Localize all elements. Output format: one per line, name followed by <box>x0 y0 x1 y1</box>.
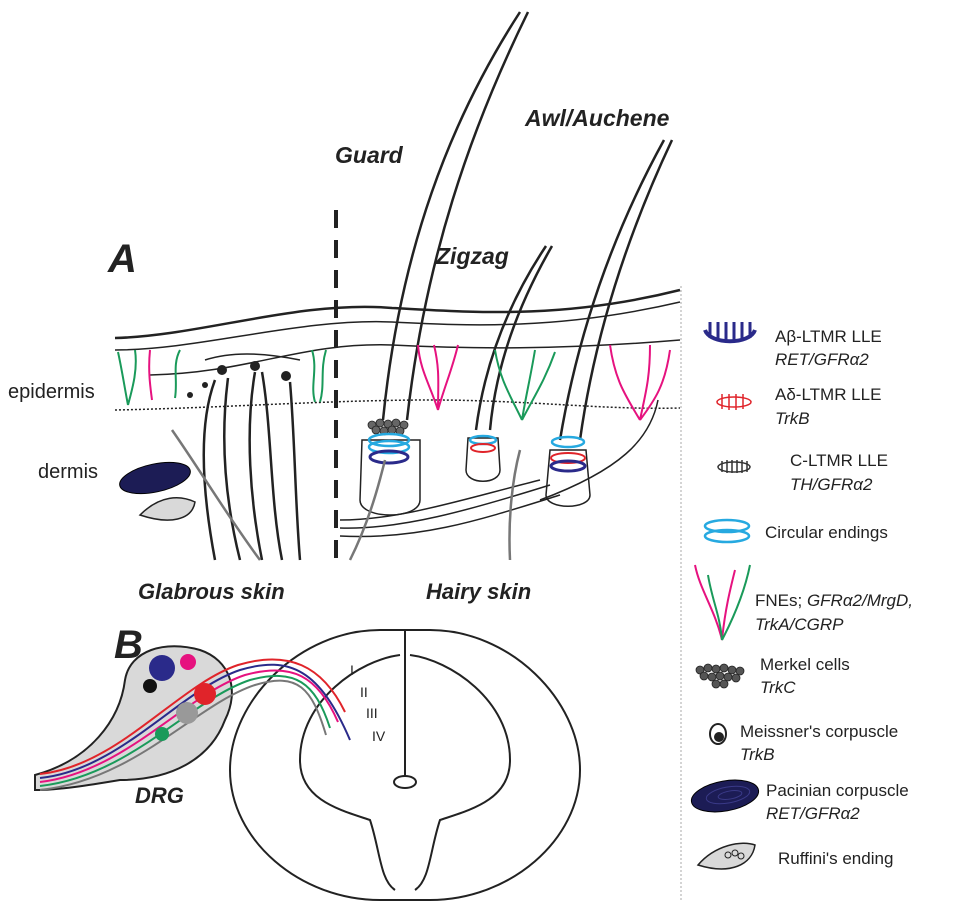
hairy-nerve-fibers <box>340 450 560 560</box>
legend-ab-sub: RET/GFRα2 <box>775 350 869 369</box>
legend-merkel-title: Merkel cells <box>760 655 850 674</box>
legend-fnes-title-italic: GFRα2/MrgD, <box>807 591 913 610</box>
legend-merkel-sub: TrkC <box>760 678 796 697</box>
free-nerve-endings <box>118 345 670 420</box>
awl-auchene-label: Awl/Auchene <box>524 105 670 131</box>
ruffini-ending-icon <box>698 843 755 869</box>
legend-fnes-sub: TrkA/CGRP <box>755 615 844 634</box>
legend-item-ad-ltmr: Aδ-LTMR LLE TrkB <box>717 385 881 428</box>
legend-pacinian-sub: RET/GFRα2 <box>766 804 860 823</box>
dermis-label: dermis <box>38 461 98 483</box>
glabrous-nerve-fibers <box>172 372 300 560</box>
legend-item-ab-ltmr: Aβ-LTMR LLE RET/GFRα2 <box>705 322 882 369</box>
legend-item-circular: Circular endings <box>705 520 888 542</box>
panel-a-letter: A <box>107 237 137 281</box>
legend-item-pacinian: Pacinian corpuscle RET/GFRα2 <box>689 775 909 823</box>
legend-circular-title: Circular endings <box>765 523 888 542</box>
legend-c-sub: TH/GFRα2 <box>790 475 873 494</box>
epidermis-label: epidermis <box>8 381 95 403</box>
merkel-cells-icon <box>696 664 744 688</box>
pacinian-corpuscle <box>117 457 193 499</box>
legend-item-merkel: Merkel cells TrkC <box>696 655 850 697</box>
drg-label: DRG <box>135 783 184 808</box>
guard-label: Guard <box>335 142 404 168</box>
lamina-4: IV <box>372 728 386 744</box>
legend-fnes-title-plain: FNEs; <box>755 591 807 610</box>
c-ltmr-lle-icon <box>718 460 750 473</box>
circular-endings-icon <box>705 520 749 542</box>
lamina-2: II <box>360 684 368 700</box>
legend-item-meissner: Meissner's corpuscle TrkB <box>710 722 898 764</box>
hairy-skin-label: Hairy skin <box>426 579 531 604</box>
legend-ab-title: Aβ-LTMR LLE <box>775 327 882 346</box>
legend-item-ruffini: Ruffini's ending <box>698 843 893 869</box>
ab-ltmr-lle-icon <box>705 322 755 341</box>
awl-auchene-hair <box>546 140 672 506</box>
legend-ad-sub: TrkB <box>775 409 810 428</box>
merkel-cluster <box>368 419 408 435</box>
legend-pacinian-title: Pacinian corpuscle <box>766 781 909 800</box>
legend-fnes-title: FNEs; GFRα2/MrgD, <box>755 591 913 610</box>
lamina-1: I <box>350 662 354 678</box>
pacinian-corpuscle-icon <box>689 775 761 816</box>
meissner-corpuscle-icon <box>710 724 726 744</box>
legend-item-fnes: FNEs; GFRα2/MrgD, TrkA/CGRP <box>695 565 913 640</box>
glabrous-skin-label: Glabrous skin <box>138 579 285 604</box>
ruffini-ending <box>140 498 195 520</box>
legend-ad-title: Aδ-LTMR LLE <box>775 385 881 404</box>
legend-ruffini-title: Ruffini's ending <box>778 849 893 868</box>
meissner-corpuscles <box>187 361 291 398</box>
legend-meissner-title: Meissner's corpuscle <box>740 722 898 741</box>
ad-ltmr-lle-icon <box>717 394 751 410</box>
legend-meissner-sub: TrkB <box>740 745 775 764</box>
zigzag-hair <box>466 246 552 481</box>
lamina-3: III <box>366 705 378 721</box>
fnes-icon <box>695 565 750 640</box>
legend-item-c-ltmr: C-LTMR LLE TH/GFRα2 <box>718 451 888 494</box>
legend: Aβ-LTMR LLE RET/GFRα2 Aδ-LTMR LLE TrkB C… <box>689 322 913 869</box>
legend-c-title: C-LTMR LLE <box>790 451 888 470</box>
zigzag-label: Zigzag <box>435 243 509 269</box>
